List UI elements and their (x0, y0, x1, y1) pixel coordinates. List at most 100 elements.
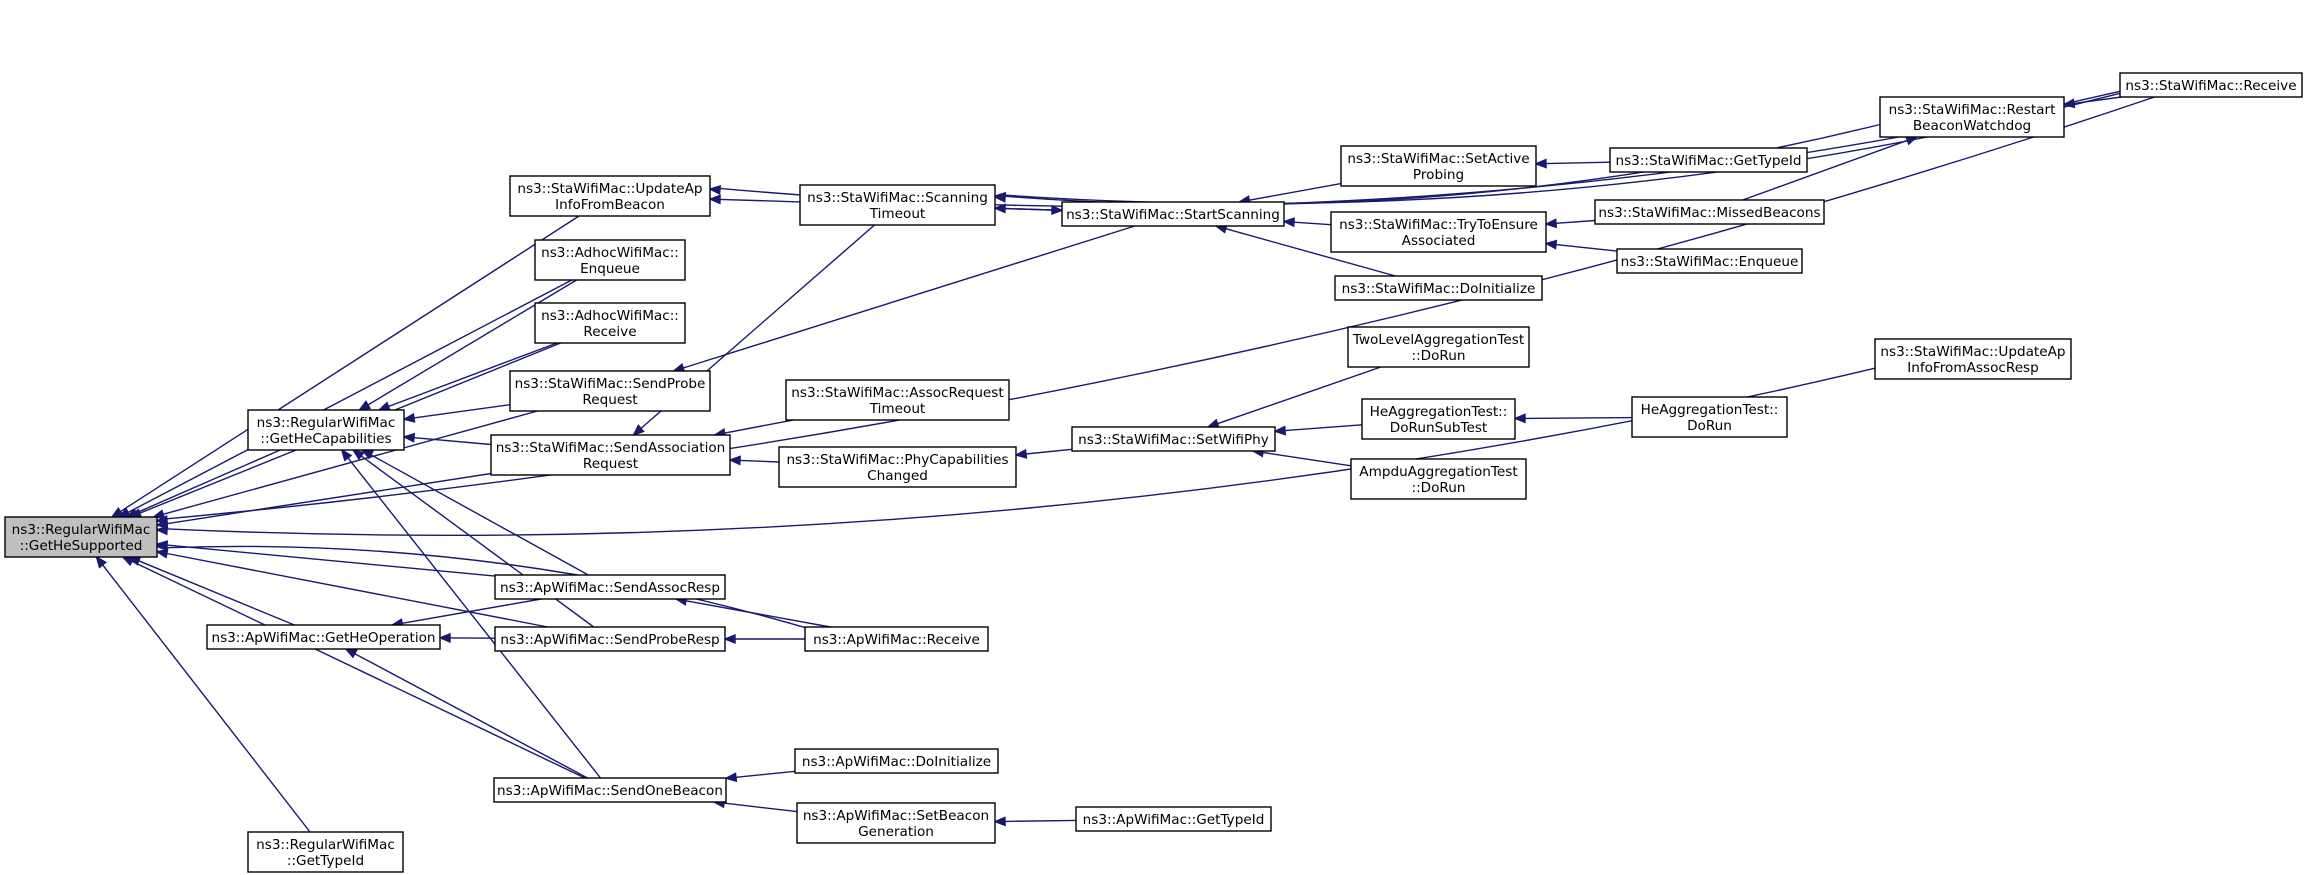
arrowhead-icon (340, 448, 353, 462)
arrowhead-icon (357, 400, 372, 411)
node-box[interactable] (1334, 275, 1543, 301)
node-box[interactable] (1350, 458, 1527, 500)
node-label: ns3::StaWifiMac::MissedBeacons (1598, 205, 1820, 221)
node-sta-do-init[interactable]: ns3::StaWifiMac::DoInitialize (1334, 275, 1543, 301)
edge-try-ensure-to-start-scan (1282, 217, 1332, 228)
node-he-agg-sub[interactable]: HeAggregationTest::DoRunSubTest (1361, 398, 1516, 440)
node-box[interactable] (493, 777, 727, 803)
node-box[interactable] (509, 175, 711, 217)
arrowhead-icon (1051, 204, 1064, 216)
node-box[interactable] (799, 184, 996, 226)
node-box[interactable] (1594, 199, 1825, 225)
node-label: ns3::AdhocWifiMac:: (541, 245, 679, 261)
node-label: ns3::ApWifiMac::SendProbeResp (500, 632, 719, 648)
edge-send-probe-resp-to-get-he-op (438, 632, 496, 643)
edge-line (1249, 182, 1342, 201)
node-box[interactable] (4, 516, 158, 558)
node-box[interactable] (804, 626, 989, 652)
edge-ap-get-type-id-to-ap-set-beacon (993, 816, 1077, 827)
edge-line (102, 564, 311, 833)
node-sta-recv[interactable]: ns3::StaWifiMac::Receive (2119, 72, 2303, 98)
node-box[interactable] (1361, 398, 1516, 440)
node-box[interactable] (1071, 426, 1276, 452)
arrowhead-icon (632, 424, 645, 437)
node-get-he-cap[interactable]: ns3::RegularWifiMac::GetHeCapabilities (247, 409, 405, 451)
node-label: ns3::StaWifiMac::TryToEnsure (1339, 217, 1538, 233)
arrowhead-icon (110, 506, 124, 519)
node-two-level[interactable]: TwoLevelAggregationTest::DoRun (1347, 326, 1530, 368)
node-box[interactable] (509, 370, 711, 412)
node-box[interactable] (247, 409, 405, 451)
node-box[interactable] (778, 446, 1017, 488)
node-box[interactable] (794, 748, 999, 774)
node-label: ::DoRun (1411, 480, 1465, 496)
node-label: ns3::ApWifiMac::GetHeOperation (211, 630, 435, 646)
node-send-one-beacon[interactable]: ns3::ApWifiMac::SendOneBeacon (493, 777, 727, 803)
node-box[interactable] (1879, 96, 2065, 138)
node-adhoc-recv[interactable]: ns3::AdhocWifiMac::Receive (534, 302, 686, 344)
node-ampdu[interactable]: AmpduAggregationTest::DoRun (1350, 458, 1527, 500)
node-box[interactable] (1616, 248, 1803, 274)
node-box[interactable] (1874, 338, 2072, 380)
node-box[interactable] (206, 624, 441, 650)
node-label: ns3::StaWifiMac::Scanning (807, 190, 988, 206)
edge-line (138, 560, 295, 626)
node-ap-get-type-id[interactable]: ns3::ApWifiMac::GetTypeId (1075, 806, 1272, 832)
node-label: ns3::ApWifiMac::DoInitialize (802, 754, 991, 770)
node-box[interactable] (494, 574, 726, 600)
node-box[interactable] (1347, 326, 1530, 368)
node-box[interactable] (1075, 806, 1272, 832)
edge-sta-enqueue-to-try-ensure (1544, 239, 1618, 252)
node-send-assoc-resp[interactable]: ns3::ApWifiMac::SendAssocResp (494, 574, 726, 600)
node-sta-enqueue[interactable]: ns3::StaWifiMac::Enqueue (1616, 248, 1803, 274)
node-ap-recv[interactable]: ns3::ApWifiMac::Receive (804, 626, 989, 652)
node-box[interactable] (494, 626, 726, 652)
node-box[interactable] (796, 802, 996, 844)
node-box[interactable] (1609, 147, 1808, 173)
edge-start-scan-to-send-probe-req (671, 225, 1136, 373)
node-set-wifi-phy[interactable]: ns3::StaWifiMac::SetWifiPhy (1071, 426, 1276, 452)
node-adhoc-enq[interactable]: ns3::AdhocWifiMac::Enqueue (534, 239, 686, 281)
node-get-he-op[interactable]: ns3::ApWifiMac::GetHeOperation (206, 624, 441, 650)
node-upd-ap-assoc[interactable]: ns3::StaWifiMac::UpdateApInfoFromAssocRe… (1874, 338, 2072, 380)
node-box[interactable] (534, 239, 686, 281)
node-box[interactable] (247, 831, 404, 873)
arrowhead-icon (351, 448, 365, 461)
node-box[interactable] (1061, 201, 1285, 227)
edge-send-probe-req-to-get-he-cap (402, 404, 511, 423)
node-start-scan[interactable]: ns3::StaWifiMac::StartScanning (1061, 201, 1285, 227)
node-root[interactable]: ns3::RegularWifiMac::GetHeSupported (4, 516, 158, 558)
node-box[interactable] (1631, 396, 1788, 438)
arrowhead-icon (1904, 135, 1919, 146)
node-he-agg-run[interactable]: HeAggregationTest::DoRun (1631, 396, 1788, 438)
node-box[interactable] (785, 379, 1010, 421)
node-box[interactable] (490, 434, 731, 476)
edge-get-he-op-to-root (127, 556, 295, 626)
node-label: ns3::ApWifiMac::Receive (813, 632, 980, 648)
node-box[interactable] (534, 302, 686, 344)
node-ap-do-init[interactable]: ns3::ApWifiMac::DoInitialize (794, 748, 999, 774)
edge-send-probe-req-to-root (151, 410, 538, 520)
node-missed-beacons[interactable]: ns3::StaWifiMac::MissedBeacons (1594, 199, 1825, 225)
edge-sta-get-type-id-to-set-active-probing (1534, 158, 1611, 169)
node-box[interactable] (1330, 211, 1547, 253)
edge-line (166, 552, 548, 628)
edge-line (401, 598, 542, 624)
edge-send-one-beacon-to-get-he-op (344, 648, 588, 779)
node-send-probe-resp[interactable]: ns3::ApWifiMac::SendProbeResp (494, 626, 726, 652)
edge-line (413, 404, 511, 419)
node-reg-get-type-id[interactable]: ns3::RegularWifiMac::GetTypeId (247, 831, 404, 873)
node-box[interactable] (1340, 145, 1537, 187)
node-sta-get-type-id[interactable]: ns3::StaWifiMac::GetTypeId (1609, 147, 1808, 173)
node-box[interactable] (2119, 72, 2303, 98)
